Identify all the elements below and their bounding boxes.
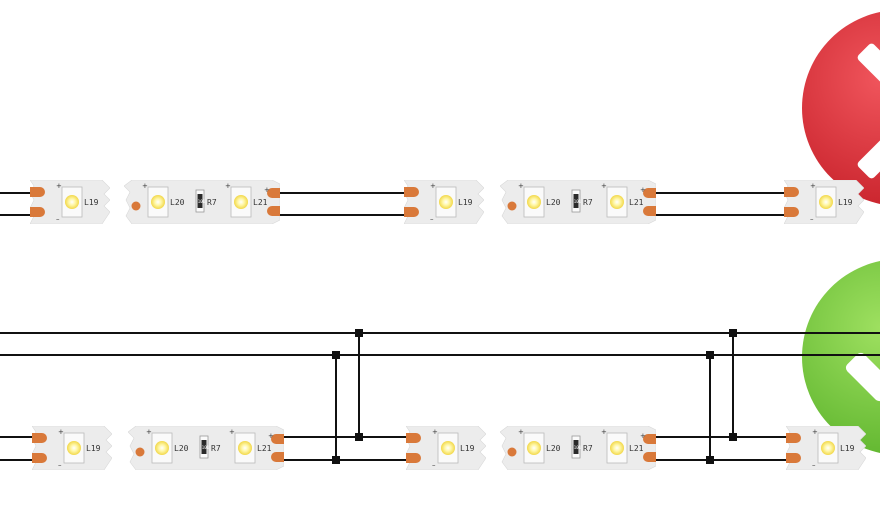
- series-wiring-row: [0, 180, 864, 224]
- top-wires: [0, 192, 786, 216]
- led-segment-l20-l21: [128, 426, 284, 470]
- led-segment-l20-l21: [124, 180, 280, 224]
- led-segment-l19: [786, 426, 866, 470]
- cross-icon: [802, 12, 880, 204]
- junction-dots: [332, 329, 737, 464]
- led-segment-l20-l21: [500, 426, 656, 470]
- led-segment-l20-l21: [500, 180, 656, 224]
- led-segment-l19: [784, 180, 864, 224]
- led-segment-l19: [32, 426, 112, 470]
- led-segment-l19: [406, 426, 486, 470]
- led-segment-l19: [30, 180, 110, 224]
- check-icon: [802, 261, 880, 453]
- parallel-wiring-row: [0, 329, 880, 470]
- led-segment-l19: [404, 180, 484, 224]
